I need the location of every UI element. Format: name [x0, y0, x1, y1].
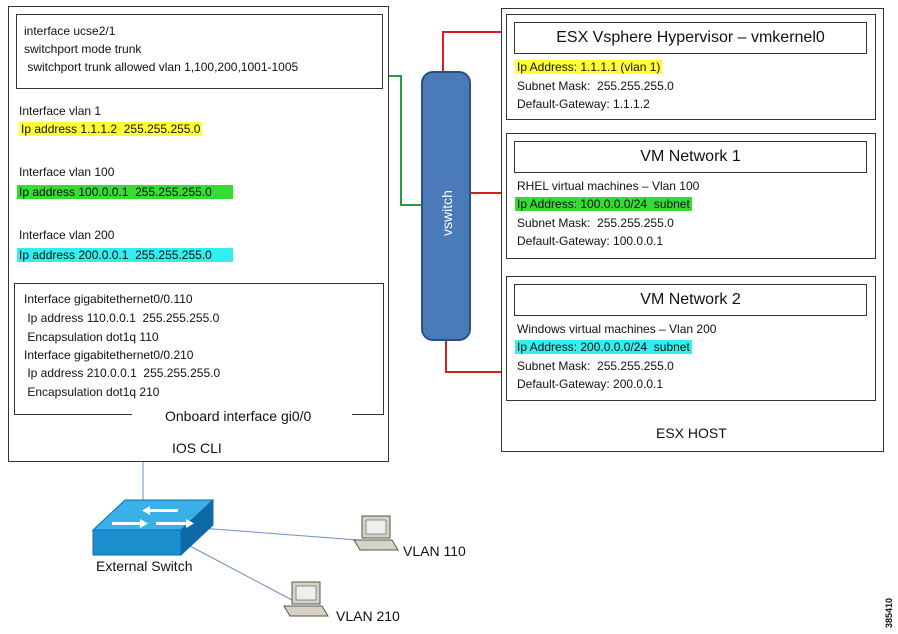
onboard-interface-label: Onboard interface gi0/0 [165, 408, 312, 424]
gig-box-bottom-right [352, 414, 384, 415]
vlan200-label: Interface vlan 200 [19, 228, 115, 242]
vm-network-2-ip: Ip Address: 200.0.0.0/24 subnet [515, 340, 692, 354]
pc-vlan210-label: VLAN 210 [336, 608, 400, 624]
vmkernel-link [442, 31, 513, 74]
vm-network-1-title: VM Network 1 [514, 141, 867, 173]
gig-line-5: Ip address 210.0.0.1 255.255.255.0 [24, 366, 221, 380]
vlan1-label: Interface vlan 1 [19, 104, 102, 118]
vm-network-1-desc: RHEL virtual machines – Vlan 100 [517, 179, 700, 193]
pc210-line [187, 544, 293, 601]
vm-network-1-gateway: Default-Gateway: 100.0.0.1 [517, 234, 664, 248]
vmkernel-mask: Subnet Mask: 255.255.255.0 [517, 79, 674, 93]
vm-network-1-mask: Subnet Mask: 255.255.255.0 [517, 216, 674, 230]
esx-host-caption: ESX HOST [656, 425, 727, 441]
gig-line-6: Encapsulation dot1q 210 [24, 385, 160, 399]
gig-line-4: Interface gigabitethernet0/0.210 [24, 348, 194, 362]
vm-network-1-ip: Ip Address: 100.0.0.0/24 subnet [515, 197, 692, 211]
vm2-link [445, 338, 513, 373]
gig-box-bottom-left [14, 414, 132, 415]
ios-cli-caption: IOS CLI [172, 440, 222, 456]
pc-vlan110-label: VLAN 110 [403, 543, 466, 559]
external-switch-label: External Switch [96, 558, 193, 574]
vlan1-ip: Ip address 1.1.1.2 255.255.255.0 [19, 122, 203, 136]
pc110-line [199, 527, 359, 541]
pc-vlan210-icon [283, 581, 329, 617]
vmkernel-title: ESX Vsphere Hypervisor – vmkernel0 [514, 22, 867, 54]
trunk-line-1: interface ucse2/1 [24, 24, 116, 38]
vm-network-2-gateway: Default-Gateway: 200.0.0.1 [517, 377, 664, 391]
vmkernel-gateway: Default-Gateway: 1.1.1.2 [517, 97, 650, 111]
vswitch-label: vswitch [439, 190, 455, 236]
trunk-config-box [16, 14, 383, 89]
gig-line-1: Interface gigabitethernet0/0.110 [24, 292, 193, 306]
vm-network-2-mask: Subnet Mask: 255.255.255.0 [517, 359, 674, 373]
gig-subif-box [14, 283, 384, 415]
vm-network-2-desc: Windows virtual machines – Vlan 200 [517, 322, 717, 336]
vlan200-ip: Ip address 200.0.0.1 255.255.255.0 [17, 248, 233, 262]
vmkernel-ip: Ip Address: 1.1.1.1 (vlan 1) [515, 60, 663, 74]
figure-id: 385410 [884, 597, 894, 628]
vswitch-body [421, 71, 471, 341]
pc-vlan110-icon [353, 515, 399, 551]
trunk-line-3: switchport trunk allowed vlan 1,100,200,… [24, 60, 299, 74]
gig-line-2: Ip address 110.0.0.1 255.255.255.0 [24, 311, 220, 325]
vlan100-ip: Ip address 100.0.0.1 255.255.255.0 [17, 185, 233, 199]
vlan100-label: Interface vlan 100 [19, 165, 115, 179]
gig-line-3: Encapsulation dot1q 110 [24, 330, 159, 344]
external-switch-icon [91, 498, 215, 557]
trunk-link [383, 75, 422, 206]
vm-network-2-title: VM Network 2 [514, 284, 867, 316]
trunk-line-2: switchport mode trunk [24, 42, 142, 56]
